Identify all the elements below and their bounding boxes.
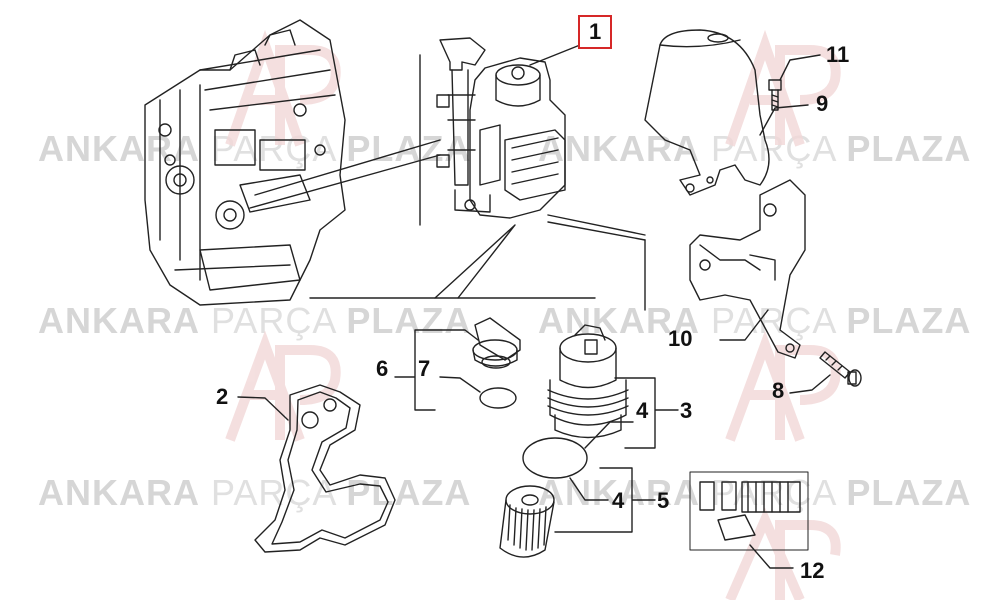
callout-6[interactable]: 6: [376, 356, 389, 381]
bracket-line: [547, 214, 646, 236]
callout-1[interactable]: 1: [578, 15, 613, 49]
callout-10[interactable]: 10: [668, 326, 693, 351]
callout-4-lower[interactable]: 4: [612, 488, 625, 513]
o-ring-7-drawing: [479, 387, 517, 409]
callout-7[interactable]: 7: [418, 356, 431, 381]
leader-line: [569, 477, 609, 501]
filter-cap-drawing: [547, 324, 629, 439]
leader-line: [237, 396, 289, 421]
callout-5[interactable]: 5: [657, 488, 670, 513]
callout-12[interactable]: 12: [800, 558, 825, 583]
oil-filter-housing-drawing: [436, 37, 566, 219]
leader-line: [719, 309, 769, 341]
leader-line: [759, 104, 809, 136]
leader-line: [554, 467, 656, 533]
engine-cover-drawing: [644, 29, 770, 196]
callout-4-upper[interactable]: 4: [636, 398, 649, 423]
callout-8[interactable]: 8: [772, 378, 785, 403]
leader-line: [749, 544, 794, 569]
bracket-line: [547, 221, 646, 241]
watermark-logo-icon: [725, 507, 841, 600]
watermark-logo-icon: [725, 330, 841, 442]
leader-line: [789, 374, 831, 394]
leader-line: [439, 376, 481, 393]
bracket-drawing: [689, 179, 806, 359]
bracket-line: [434, 224, 516, 299]
filter-kit-drawing: [689, 471, 809, 551]
engine-block-drawing: [144, 19, 346, 306]
o-ring-4-drawing: [522, 437, 588, 479]
oil-filler-cap-drawing: [472, 317, 521, 369]
leader-line: [394, 329, 479, 411]
watermark-logo-icon: [725, 29, 841, 147]
bolt-8-drawing: [819, 351, 862, 387]
filter-element-drawing: [499, 485, 555, 558]
gasket-drawing: [254, 384, 396, 553]
callout-3[interactable]: 3: [680, 398, 693, 423]
leader-line: [614, 377, 679, 449]
bolt-11-drawing: [768, 79, 782, 111]
leader-line: [249, 154, 441, 209]
callout-2[interactable]: 2: [216, 384, 229, 409]
leader-line: [584, 421, 634, 449]
leader-line: [779, 54, 821, 81]
callout-11[interactable]: 11: [826, 42, 850, 67]
leader-line: [529, 44, 581, 66]
watermark-logo-icon: [225, 330, 341, 442]
callout-9[interactable]: 9: [816, 91, 829, 116]
leader-line: [254, 139, 441, 196]
